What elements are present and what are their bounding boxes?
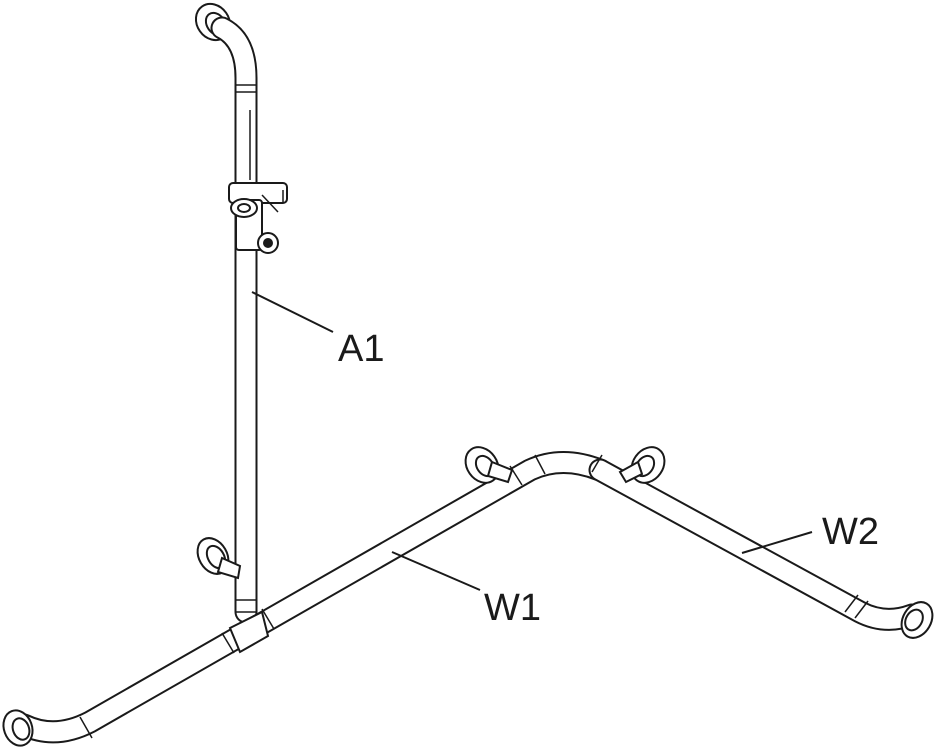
horizontal-rail-w2 — [588, 446, 934, 639]
vertical-rail-a1 — [194, 2, 288, 624]
callout-w2: W2 — [741, 511, 879, 554]
callout-w1: W1 — [391, 551, 541, 629]
leader-line-w1 — [391, 551, 481, 591]
horizontal-rail-w1 — [2, 446, 612, 747]
w2-back-wall-flange — [618, 446, 666, 484]
shower-holder-slider — [228, 182, 288, 254]
label-a1: A1 — [338, 328, 384, 370]
callout-a1: A1 — [251, 291, 384, 370]
right-wall-flange — [900, 601, 934, 639]
middle-wall-flange — [196, 537, 242, 580]
t-joint — [228, 610, 270, 654]
leader-line-w2 — [741, 531, 813, 554]
label-w1: W1 — [484, 587, 541, 629]
bottom-left-wall-flange — [2, 709, 34, 747]
leader-line-a1 — [251, 291, 334, 333]
w1-back-wall-flange — [464, 446, 514, 484]
label-w2: W2 — [822, 511, 879, 553]
